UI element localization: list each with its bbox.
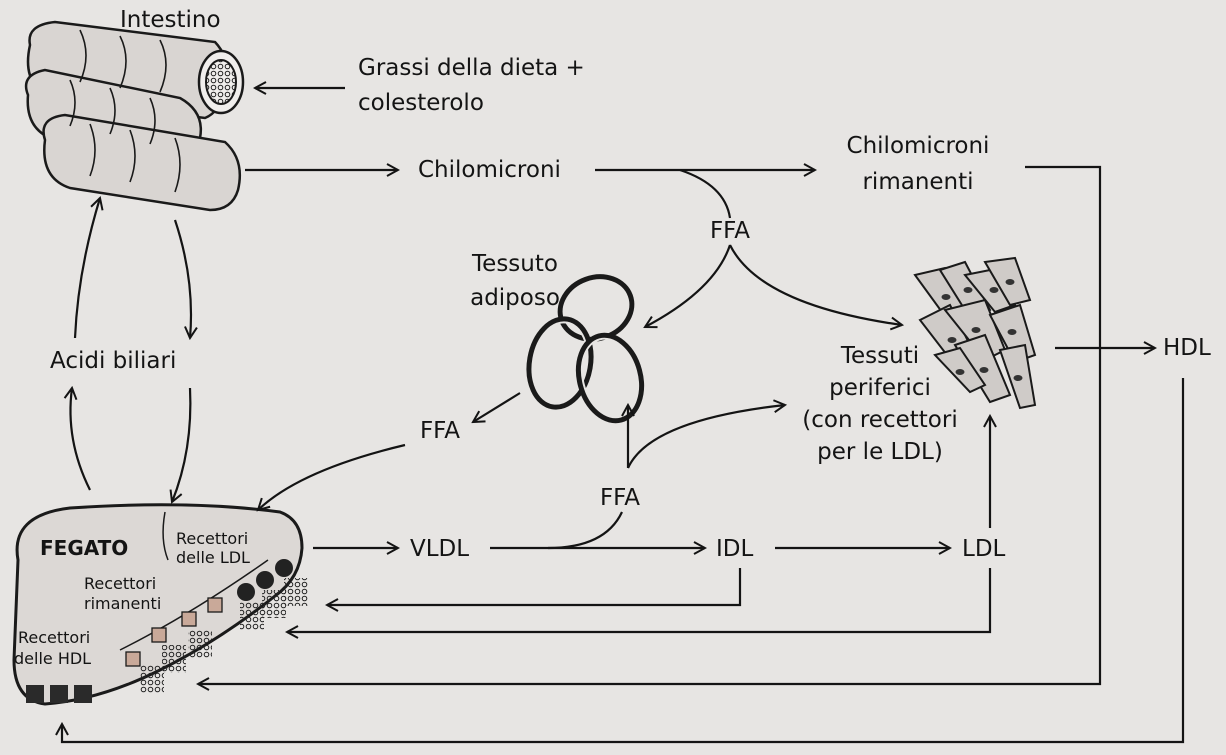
remnant-receptors-label-line2: rimanenti — [84, 594, 161, 613]
arrow-bile-acids-to-intestine — [75, 198, 100, 338]
hdl-label: HDL — [1163, 334, 1211, 362]
arrow-ffa-to-peripheral-2 — [628, 405, 785, 468]
arrow-intestine-to-bile-acids — [175, 220, 191, 338]
peripheral-label-line4: per le LDL) — [775, 438, 985, 466]
intestine-illustration — [26, 22, 243, 210]
ffa-label-middle: FFA — [580, 484, 660, 512]
ldl-label: LDL — [962, 535, 1005, 563]
arrow-liver-to-bile-acids — [70, 388, 90, 490]
ldl-receptors-label-line1: Recettori — [176, 529, 248, 548]
arrow-ffa-to-peripheral — [730, 245, 902, 325]
arrow-ffa-to-liver — [258, 445, 405, 510]
ldl-receptors-label-line2: delle LDL — [176, 548, 250, 567]
intestine-label: Intestino — [120, 6, 221, 34]
liver-label: FEGATO — [40, 534, 128, 562]
arrow-ldl-to-liver — [287, 568, 990, 632]
ffa-label-left: FFA — [400, 417, 480, 445]
remnants-label-line2: rimanenti — [818, 168, 1018, 196]
ffa-label-top: FFA — [700, 217, 760, 245]
bile-acids-label: Acidi biliari — [50, 347, 176, 375]
hdl-receptors-label-line2: delle HDL — [14, 649, 91, 668]
idl-label: IDL — [716, 535, 753, 563]
hdl-receptors-label-line1: Recettori — [18, 628, 90, 647]
arc-chylomicrons-ffa — [680, 170, 730, 218]
arrow-ffa-to-adipose — [645, 245, 730, 327]
peripheral-label-line2: periferici — [775, 374, 985, 402]
peripheral-label-line3: (con recettori — [775, 406, 985, 434]
peripheral-label-line1: Tessuti — [775, 342, 985, 370]
adipose-label-line1: Tessuto — [440, 250, 590, 278]
adipose-label-line2: adiposo — [440, 284, 590, 312]
remnant-receptors-label-line1: Recettori — [84, 574, 156, 593]
dietary-fats-label-line1: Grassi della dieta + — [358, 54, 585, 82]
vldl-label: VLDL — [410, 535, 469, 563]
arrow-adipose-to-ffa — [473, 393, 520, 422]
arc-vldl-ffa — [548, 512, 622, 548]
remnants-label-line1: Chilomicroni — [818, 132, 1018, 160]
arrow-bile-acids-to-liver — [172, 388, 190, 502]
arrow-idl-to-liver — [327, 568, 740, 605]
dietary-fats-label-line2: colesterolo — [358, 89, 484, 117]
chylomicrons-label: Chilomicroni — [418, 156, 561, 184]
